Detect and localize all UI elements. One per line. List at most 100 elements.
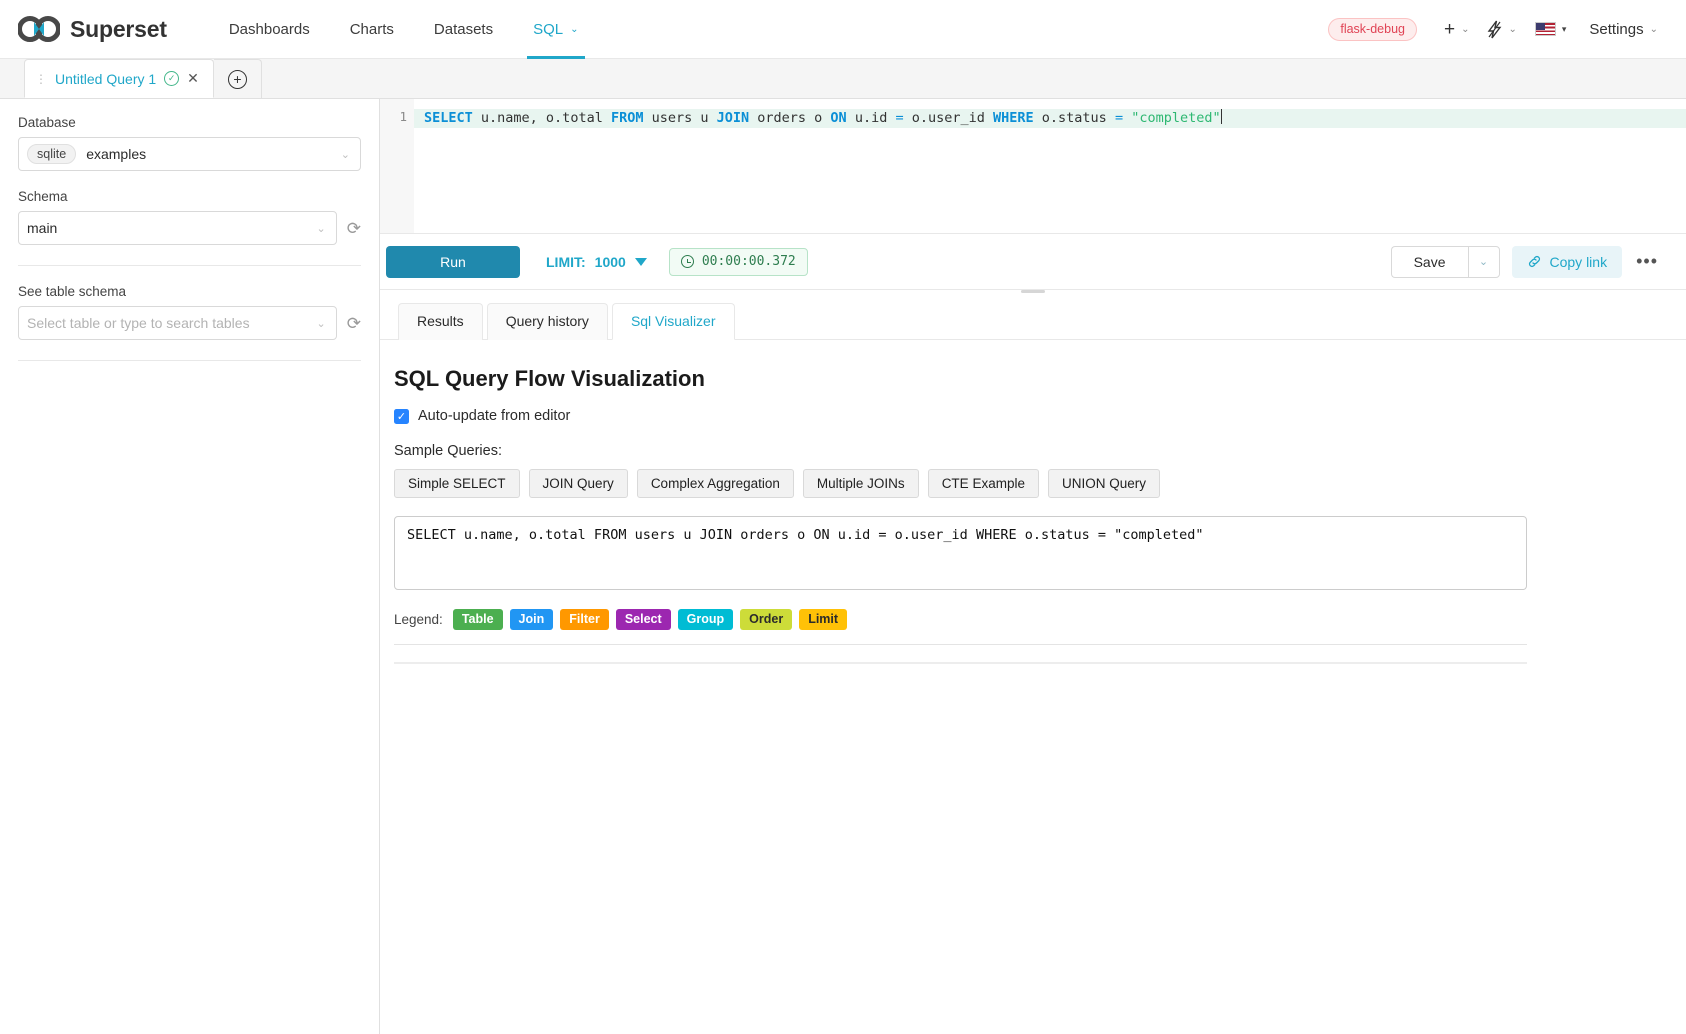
sql-token: u.id [846,110,896,126]
copy-link-button[interactable]: Copy link [1511,245,1623,278]
add-query-tab-button[interactable]: + [213,59,262,98]
check-circle-icon: ✓ [164,71,180,86]
panel-divider-2 [18,360,361,361]
settings-label: Settings [1589,20,1644,38]
auto-update-label: Auto-update from editor [418,408,571,424]
auto-update-checkbox[interactable]: ✓ [394,408,409,424]
nav-link-charts[interactable]: Charts [330,0,414,59]
left-panel: Database sqlite examples ⌄ Schema main ⌄… [0,99,380,1034]
limit-dropdown[interactable]: LIMIT: 1000 [546,254,647,270]
query-input[interactable] [394,516,1527,590]
sample-query-button-union-query[interactable]: UNION Query [1047,469,1160,498]
legend-chip-limit: Limit [799,609,848,630]
schema-select[interactable]: main ⌄ [18,211,337,245]
sql-code-line: SELECT u.name, o.total FROM users u JOIN… [424,109,1686,128]
legend-chip-group: Group [677,609,734,630]
chevron-down-icon: ⌄ [570,23,579,35]
database-select[interactable]: sqlite examples ⌄ [18,137,361,171]
sample-queries-label: Sample Queries: [394,443,502,459]
sql-token: JOIN [716,110,750,126]
tab-sql-visualizer[interactable]: Sql Visualizer [611,303,735,340]
save-dropdown-button[interactable]: ⌄ [1467,245,1500,278]
navbar-right-group: flask-debug + ⌄ ⌄ ▾ Settings ⌄ [1328,16,1664,43]
copy-link-label: Copy link [1549,253,1608,270]
brand-logo-group[interactable]: Superset [18,16,167,43]
chevron-down-icon: ⌄ [1508,23,1517,35]
sql-token: users u [643,110,717,126]
query-tab-untitled-query-1[interactable]: ⋮ Untitled Query 1 ✓ ✕ [24,59,214,98]
legend-chip-order: Order [740,609,793,630]
sample-query-button-join-query[interactable]: JOIN Query [528,469,628,498]
database-value: examples [86,146,147,162]
plus-circle-icon: + [227,69,247,89]
superset-logo-icon [18,16,60,42]
timer-value: 00:00:00.372 [701,254,796,269]
sql-token: = [1114,110,1124,126]
nav-link-sql[interactable]: SQL ⌄ [513,0,598,59]
sql-editor[interactable]: 1 SELECT u.name, o.total FROM users u JO… [380,99,1686,234]
sql-token: ON [830,110,847,126]
right-panel: 1 SELECT u.name, o.total FROM users u JO… [380,99,1686,1034]
editor-gutter: 1 [380,99,414,233]
limit-value: 1000 [594,253,626,270]
more-options-icon[interactable]: ••• [1636,251,1658,271]
legend-chip-table: Table [452,609,503,630]
sql-visualizer-panel: SQL Query Flow Visualization ✓ Auto-upda… [380,340,1686,1034]
save-button-group: Save ⌄ [1390,245,1500,278]
tab-label: Sql Visualizer [630,313,716,329]
panel-divider [18,265,361,266]
database-engine-pill: sqlite [27,144,77,164]
sql-token: FROM [610,110,644,126]
visualizer-content: SQL Query Flow Visualization ✓ Auto-upda… [394,366,1656,664]
save-button[interactable]: Save [1390,245,1468,278]
active-line-highlight [414,109,1686,128]
new-item-button[interactable]: + ⌄ [1437,16,1477,43]
language-picker-button[interactable]: ▾ [1528,18,1574,40]
sample-query-button-cte-example[interactable]: CTE Example [927,469,1039,498]
drag-handle-icon[interactable]: ⋮ [35,71,47,86]
result-tabs: Results Query history Sql Visualizer [380,290,1686,340]
sql-token: WHERE [993,110,1034,126]
tab-results[interactable]: Results [398,303,483,340]
settings-menu-button[interactable]: Settings ⌄ [1577,17,1664,42]
auto-update-checkbox-row[interactable]: ✓ Auto-update from editor [394,408,1656,424]
schema-row: main ⌄ ⟳ [18,211,361,245]
bolt-menu-button[interactable]: ⌄ [1480,16,1523,43]
caret-down-icon [634,257,647,266]
close-icon[interactable]: ✕ [187,70,199,86]
editor-toolbar: Run LIMIT: 1000 00:00:00.372 Save ⌄ [380,234,1686,293]
nav-link-label: SQL [533,20,564,38]
nav-link-label: Dashboards [228,20,310,38]
tab-query-history[interactable]: Query history [486,303,608,340]
plus-icon: + [1443,18,1456,40]
run-button[interactable]: Run [386,245,520,278]
table-select[interactable]: Select table or type to search tables ⌄ [18,306,337,340]
editor-resize-handle[interactable] [1021,290,1045,293]
limit-label: LIMIT: [546,253,586,270]
caret-down-icon: ▾ [1561,23,1567,34]
flow-diagram-canvas[interactable]: users (u)Alias: uorders (o)Alias: ou JOI… [394,662,1527,664]
table-placeholder: Select table or type to search tables [27,315,250,331]
refresh-schema-icon[interactable]: ⟳ [346,218,361,238]
sql-token: u.name, o.total [472,110,611,126]
sample-query-button-simple-select[interactable]: Simple SELECT [394,469,520,498]
chevron-down-icon: ⌄ [316,222,326,235]
schema-label: Schema [18,189,68,204]
refresh-tables-icon[interactable]: ⟳ [346,313,361,333]
table-schema-row: Select table or type to search tables ⌄ … [18,306,361,340]
brand-name: Superset [70,15,167,42]
page-title: SQL Query Flow Visualization [394,366,705,391]
sql-token: "completed" [1131,110,1221,126]
sample-query-button-complex-aggregation[interactable]: Complex Aggregation [636,469,794,498]
editor-code-area[interactable]: SELECT u.name, o.total FROM users u JOIN… [414,99,1686,233]
nav-link-dashboards[interactable]: Dashboards [209,0,330,59]
chevron-down-icon: ⌄ [316,317,326,330]
line-number: 1 [399,109,407,124]
database-label: Database [18,115,76,130]
workspace: Database sqlite examples ⌄ Schema main ⌄… [0,99,1686,1034]
sql-token [1123,110,1131,126]
nav-link-datasets[interactable]: Datasets [414,0,513,59]
table-schema-label: See table schema [18,284,127,299]
legend-label: Legend: [394,612,443,627]
sample-query-button-multiple-joins[interactable]: Multiple JOINs [802,469,919,498]
